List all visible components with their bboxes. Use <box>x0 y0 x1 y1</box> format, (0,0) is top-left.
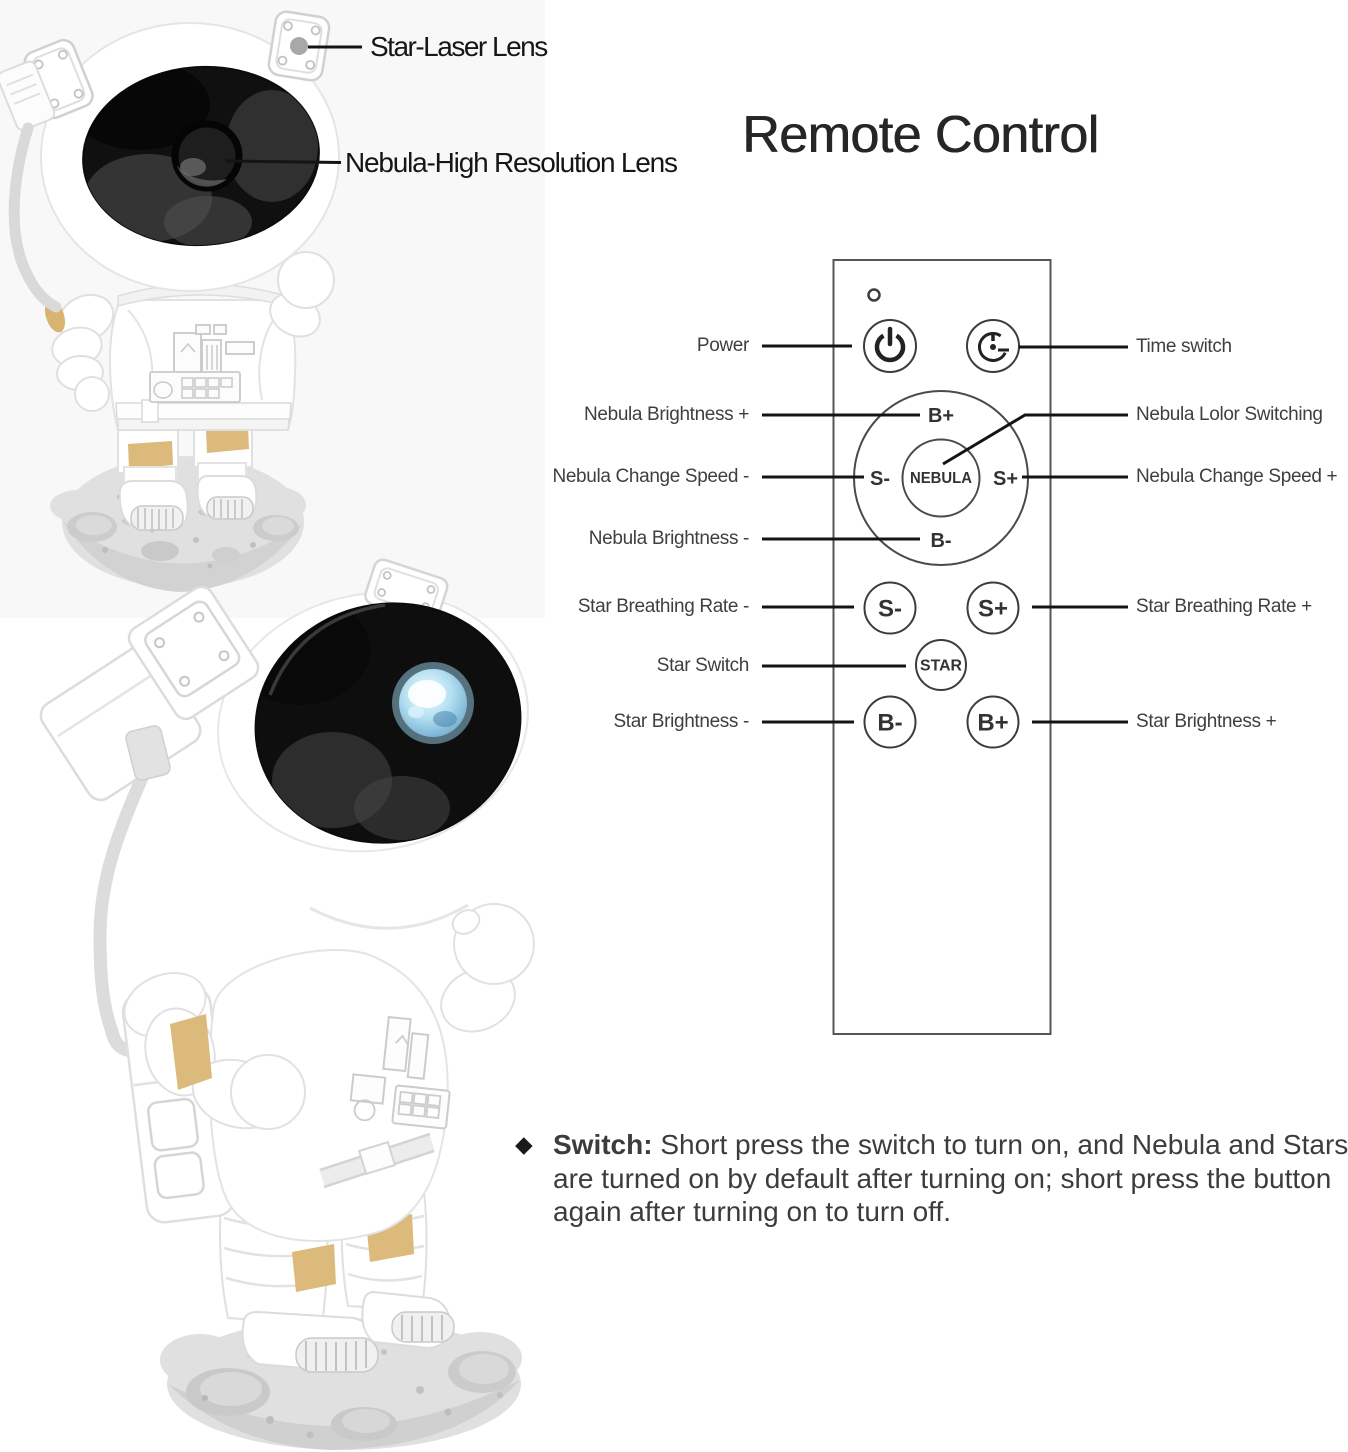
svg-text:B+: B+ <box>928 405 954 427</box>
svg-text:NEBULA: NEBULA <box>910 470 972 487</box>
svg-text:B-: B- <box>877 710 902 737</box>
svg-text:S+: S+ <box>993 468 1018 490</box>
svg-text:S+: S+ <box>978 596 1008 623</box>
svg-text:S-: S- <box>870 468 890 490</box>
svg-text:B+: B+ <box>977 710 1008 737</box>
svg-text:B-: B- <box>930 530 951 552</box>
svg-text:S-: S- <box>878 596 902 623</box>
svg-text:STAR: STAR <box>920 658 962 675</box>
